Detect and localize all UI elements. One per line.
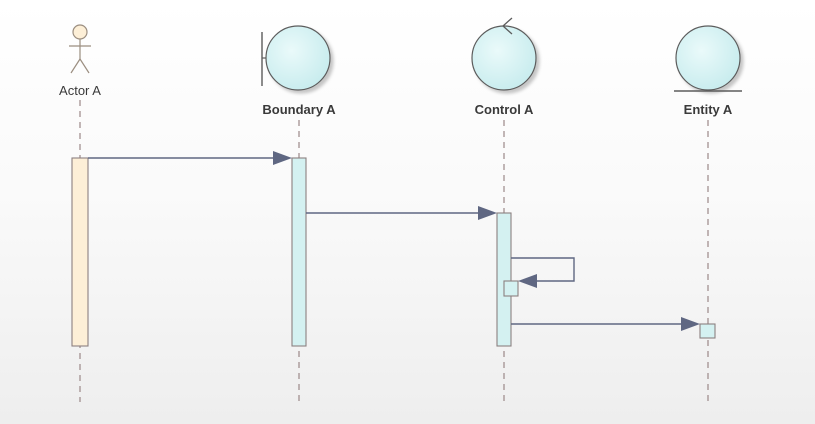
entity-icon[interactable] bbox=[674, 25, 742, 92]
arrowhead-icon bbox=[518, 274, 537, 288]
boundary-activation[interactable] bbox=[291, 157, 307, 347]
actor-label: Actor A bbox=[59, 83, 101, 98]
control-activation[interactable] bbox=[496, 212, 512, 347]
actor-activation[interactable] bbox=[71, 157, 89, 347]
message-control-to-entity[interactable] bbox=[511, 317, 700, 331]
arrowhead-icon bbox=[273, 151, 292, 165]
boundary-icon[interactable] bbox=[261, 25, 331, 91]
control-label: Control A bbox=[475, 102, 534, 117]
entity-label: Entity A bbox=[684, 102, 733, 117]
boundary-label: Boundary A bbox=[262, 102, 336, 117]
message-actor-to-boundary[interactable] bbox=[88, 151, 292, 165]
control-self-activation[interactable] bbox=[503, 280, 519, 297]
entity-activation[interactable] bbox=[699, 323, 716, 339]
message-boundary-to-control[interactable] bbox=[306, 206, 497, 220]
arrowhead-icon bbox=[478, 206, 497, 220]
actor-icon[interactable] bbox=[69, 24, 91, 74]
arrowhead-icon bbox=[681, 317, 700, 331]
control-icon[interactable] bbox=[471, 17, 537, 91]
message-control-self[interactable] bbox=[511, 257, 575, 288]
